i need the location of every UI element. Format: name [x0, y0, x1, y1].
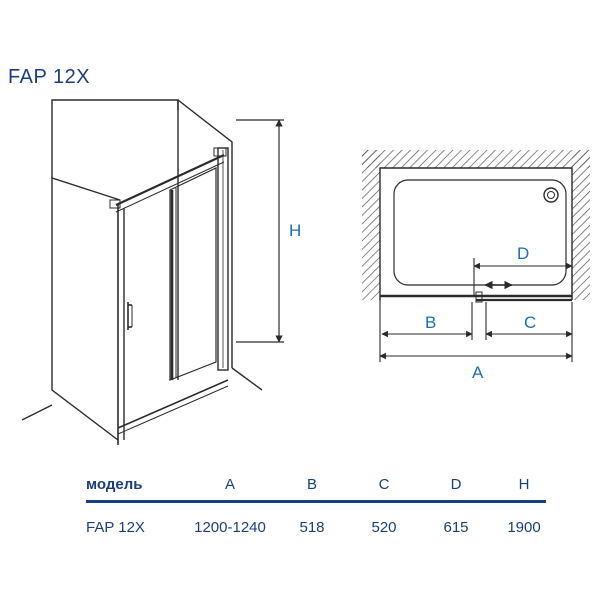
product-title: FAP 12X — [8, 66, 91, 88]
cell-b: 518 — [299, 519, 325, 536]
table-row: FAP 12X 1200-1240 518 520 615 1900 — [86, 515, 556, 541]
height-dimension — [236, 119, 284, 343]
header-d: D — [450, 476, 462, 493]
label-c: C — [524, 313, 536, 332]
sliding-door — [169, 167, 217, 381]
drain-icon — [543, 187, 559, 203]
shower-tray — [393, 179, 567, 286]
header-c: C — [378, 476, 390, 493]
door-handle-icon — [127, 302, 133, 330]
label-a: A — [472, 363, 484, 382]
left-wall — [51, 177, 121, 441]
cell-a: 1200-1240 — [194, 519, 266, 536]
header-a: A — [224, 476, 235, 493]
label-d: D — [517, 244, 529, 263]
header-model: модель — [86, 476, 143, 493]
cell-d: 615 — [443, 519, 469, 536]
perspective-view — [21, 99, 263, 445]
label-h: H — [289, 221, 301, 240]
header-h: H — [518, 476, 530, 493]
plan-dimensions — [379, 258, 573, 362]
label-b: B — [425, 313, 436, 332]
cell-h: 1900 — [507, 519, 541, 536]
header-b: B — [306, 476, 317, 493]
right-wall — [177, 99, 233, 368]
top-rail — [115, 154, 225, 206]
bottom-rail — [117, 379, 229, 429]
table-header-row: модель A B C D H — [86, 472, 556, 498]
plan-view — [362, 150, 590, 303]
dimensions-table: модель A B C D H FAP 12X 1200-1240 518 5… — [86, 472, 556, 541]
cell-c: 520 — [371, 519, 397, 536]
table-divider — [86, 500, 546, 503]
back-wall — [51, 99, 179, 178]
cell-model: FAP 12X — [86, 519, 145, 536]
